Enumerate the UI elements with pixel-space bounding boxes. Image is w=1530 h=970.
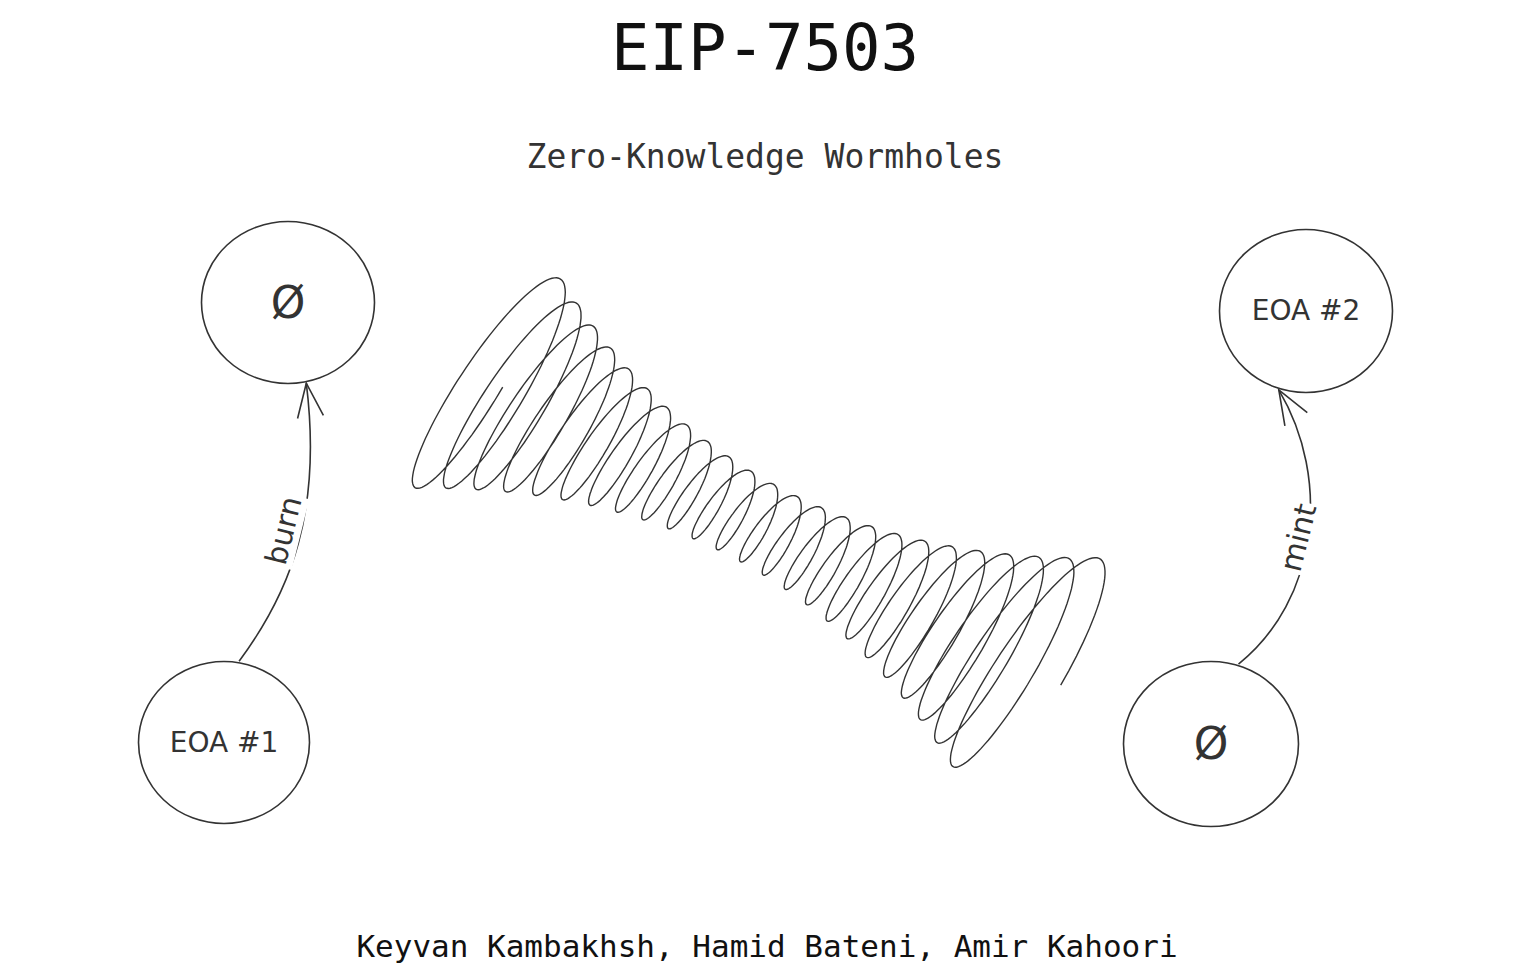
node-label: EOA #2 — [1252, 293, 1361, 329]
circle-border — [139, 662, 310, 824]
edge-label: mint — [1272, 498, 1323, 577]
circle-node: Ø — [1122, 660, 1300, 828]
arrow-head — [298, 383, 324, 418]
node-content: Ø — [1122, 660, 1300, 828]
connector-line — [239, 383, 310, 661]
authors-caption: Keyvan Kambakhsh, Hamid Bateni, Amir Kah… — [356, 928, 1177, 964]
node-label: Ø — [1194, 716, 1229, 772]
wormhole-helix — [412, 278, 1105, 768]
node-content: EOA #1 — [137, 660, 311, 825]
subtitle: Zero-Knowledge Wormholes — [527, 137, 1004, 176]
node-content: Ø — [200, 220, 376, 385]
node-content: EOA #2 — [1218, 228, 1394, 394]
arrow-head — [1279, 390, 1307, 426]
node-label: Ø — [271, 275, 306, 331]
connector — [239, 383, 323, 661]
circle-border — [1124, 662, 1299, 827]
circle-node: EOA #1 — [137, 660, 311, 825]
node-label: EOA #1 — [170, 725, 279, 761]
circle-border — [1220, 230, 1393, 393]
title: EIP-7503 — [611, 11, 919, 85]
circle-border — [202, 222, 375, 384]
circle-node: EOA #2 — [1218, 228, 1394, 394]
circle-node: Ø — [200, 220, 376, 385]
edge-label: burn — [257, 490, 309, 569]
